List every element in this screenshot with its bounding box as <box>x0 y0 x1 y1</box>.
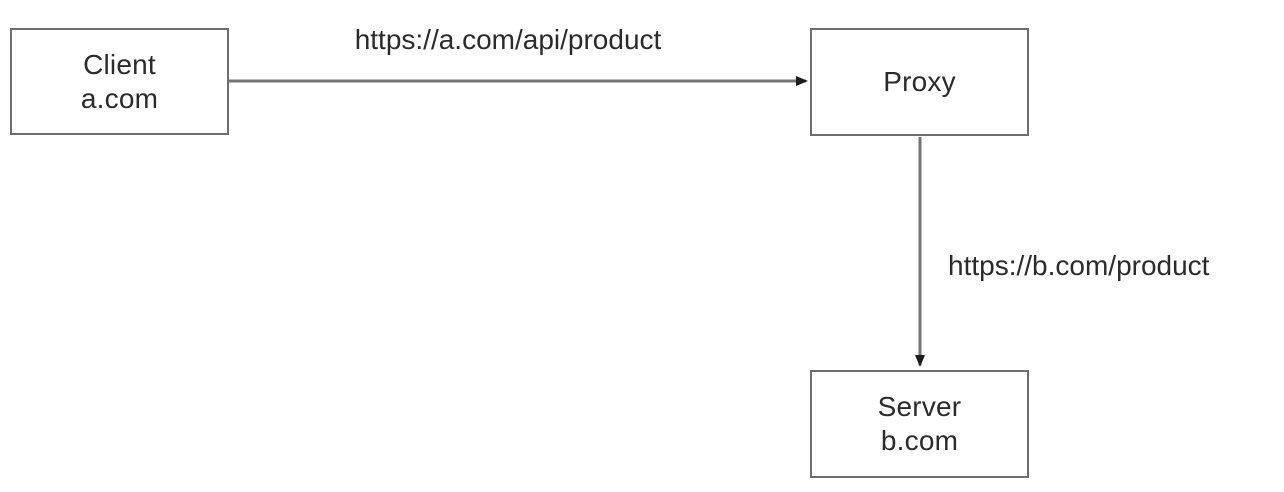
client-node: Client a.com <box>10 28 229 135</box>
proxy-node-title: Proxy <box>883 66 956 97</box>
client-node-title: Client <box>83 48 156 80</box>
proxy-node: Proxy <box>810 28 1029 136</box>
edge-label-proxy-to-server: https://b.com/product <box>948 250 1210 281</box>
edge-label-client-to-proxy: https://a.com/api/product <box>354 24 662 55</box>
server-node-subtitle: b.com <box>880 425 959 456</box>
server-node-title: Server <box>877 391 962 422</box>
server-node: Server b.com <box>810 370 1029 478</box>
client-node-subtitle: a.com <box>80 82 159 114</box>
